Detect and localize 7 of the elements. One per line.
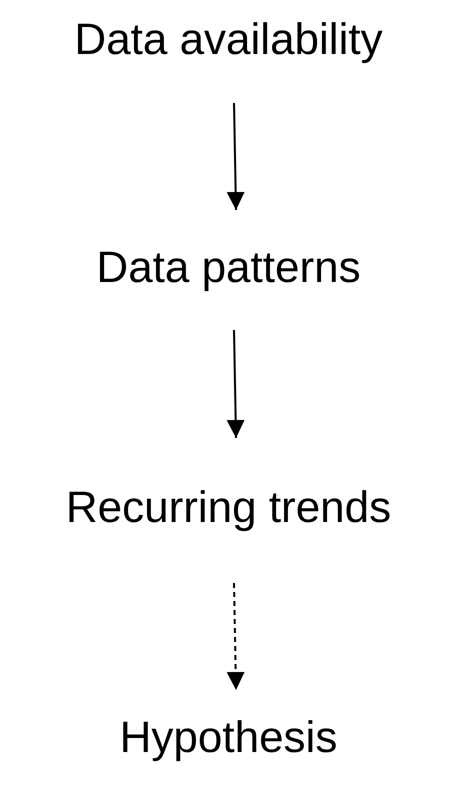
arrow [226,102,245,210]
arrow [226,330,245,438]
node-label: Data patterns [95,242,362,294]
node-label: Data availability [73,14,384,66]
node-label: Hypothesis [118,712,338,764]
arrow [226,582,245,690]
node-label: Recurring trends [64,482,392,534]
